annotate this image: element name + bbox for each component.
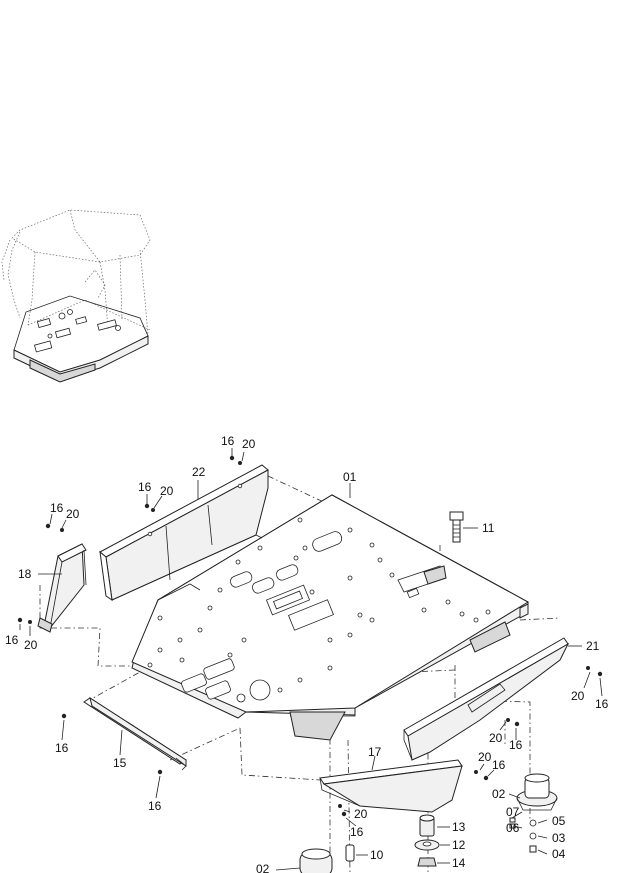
bolt-part-11 [449, 511, 464, 543]
callout-16: 16 [350, 825, 364, 839]
callout-21: 21 [586, 639, 600, 653]
spacer-washer-nut-parts [345, 814, 440, 867]
callout-leader-lines [19, 448, 603, 871]
callout-05: 05 [552, 814, 566, 828]
callout-17: 17 [368, 745, 382, 759]
callout-04: 04 [552, 847, 566, 861]
callout-16: 16 [55, 741, 69, 755]
callout-20: 20 [478, 750, 492, 764]
rear-panel-part-22 [99, 464, 269, 602]
callout-20: 20 [24, 638, 38, 652]
callout-18: 18 [18, 567, 32, 581]
callout-06: 06 [506, 821, 520, 835]
callout-01: 01 [343, 470, 357, 484]
callout-20: 20 [489, 731, 503, 745]
callout-12: 12 [452, 838, 466, 852]
callout-16: 16 [5, 633, 19, 647]
screw-washer-hardware [17, 455, 603, 817]
callout-16: 16 [595, 697, 609, 711]
callout-15: 15 [113, 756, 127, 770]
callout-16: 16 [50, 501, 64, 515]
callout-20: 20 [354, 807, 368, 821]
callout-16: 16 [221, 434, 235, 448]
callout-16: 16 [509, 738, 523, 752]
right-side-panel-part-21 [403, 637, 570, 761]
callout-07: 07 [506, 805, 520, 819]
rubber-mount-part-02-bottom [299, 848, 333, 873]
left-bracket-part-18 [37, 543, 87, 633]
callout-16: 16 [148, 799, 162, 813]
lower-bracket-part-17 [319, 759, 463, 813]
callout-16: 16 [138, 480, 152, 494]
callout-02: 02 [492, 787, 506, 801]
cab-locator-sketch [1, 209, 151, 383]
callout-20: 20 [66, 507, 80, 521]
callout-16: 16 [492, 758, 506, 772]
front-rail-part-15 [83, 696, 187, 771]
callout-20: 20 [160, 484, 174, 498]
callout-10: 10 [370, 848, 384, 862]
callout-labels: 01 11 22 16 20 16 20 16 20 18 16 20 21 2… [5, 434, 609, 873]
callout-11: 11 [482, 521, 495, 535]
callout-20: 20 [571, 689, 585, 703]
callout-03: 03 [552, 831, 566, 845]
callout-14: 14 [452, 856, 466, 870]
floor-plate-part-01 [131, 494, 529, 741]
callout-02: 02 [256, 862, 270, 873]
rubber-mount-part-02-right [509, 773, 558, 853]
callout-22: 22 [192, 465, 206, 479]
callout-20: 20 [242, 437, 256, 451]
callout-13: 13 [452, 820, 466, 834]
